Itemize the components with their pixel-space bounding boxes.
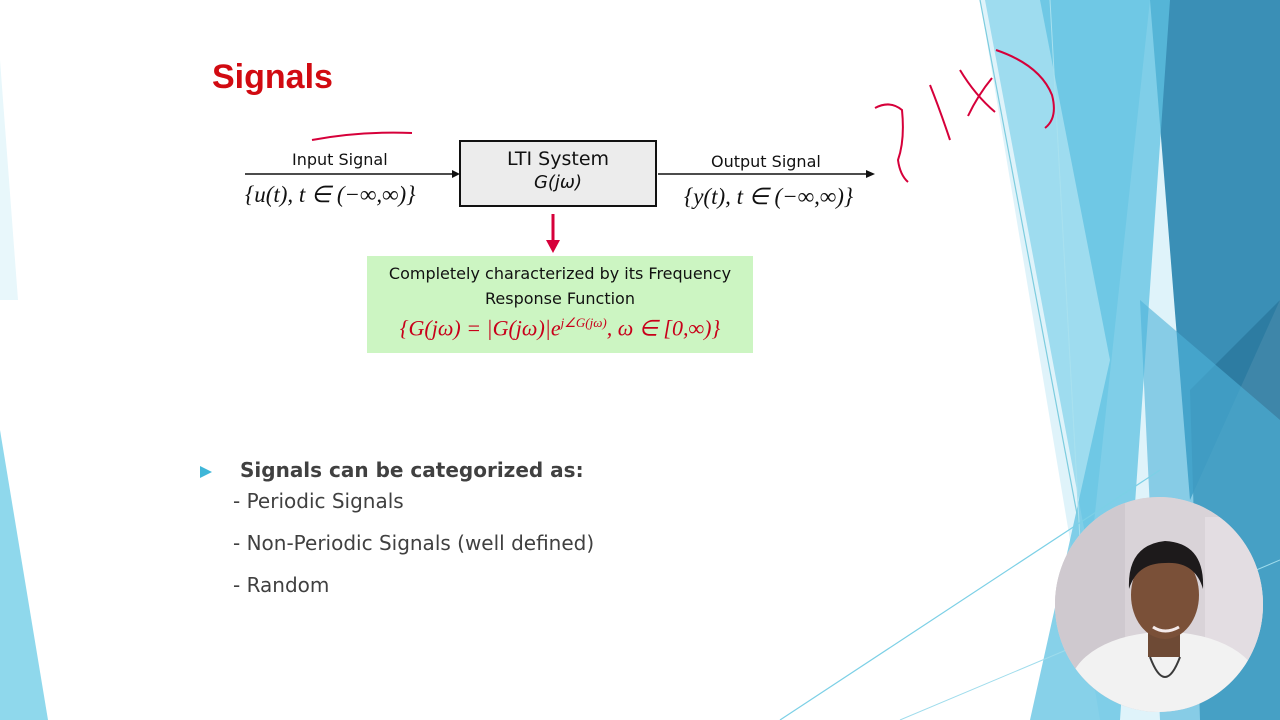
handwritten-close-paren	[995, 49, 1055, 129]
right-panel-blue	[1030, 0, 1170, 720]
output-arrowhead	[866, 170, 875, 178]
red-down-arrowhead	[546, 240, 560, 253]
bullet-heading: Signals can be categorized as:	[240, 458, 584, 482]
handwritten-underline	[311, 131, 413, 141]
left-sliver-shape	[0, 60, 18, 300]
slide-title: Signals	[212, 58, 333, 96]
triangle-right-icon	[200, 466, 212, 478]
list-item-periodic: - Periodic Signals	[233, 489, 404, 513]
handwritten-x	[959, 69, 996, 117]
handwritten-paren	[929, 84, 951, 141]
frf-formula: {G(jω) = |G(jω)|ej∠G(jω), ω ∈ [0,∞)}	[367, 315, 753, 341]
list-item-non-periodic: - Non-Periodic Signals (well defined)	[233, 531, 595, 555]
presenter-face	[1131, 551, 1199, 639]
characterization-line-2: Response Function	[485, 289, 635, 308]
thin-line-3	[779, 469, 1161, 720]
handwritten-y-stroke	[874, 103, 909, 183]
frf-formula-lhs: {G(jω) = |G(jω)|e	[399, 315, 561, 341]
output-signal-math: {y(t), t ∈ (−∞,∞)}	[684, 184, 854, 209]
lti-system-title: LTI System	[506, 148, 610, 170]
thin-line-1	[979, 0, 1081, 531]
list-item-random: - Random	[233, 573, 330, 597]
thin-line-2	[1049, 0, 1081, 541]
presenter-shirt	[1070, 632, 1260, 712]
frf-formula-exponent: j∠G(jω)	[560, 315, 607, 330]
presenter-hair	[1128, 541, 1204, 589]
lti-system-block: LTI System G(jω)	[459, 140, 657, 207]
frf-formula-rhs: , ω ∈ [0,∞)}	[606, 315, 721, 341]
input-signal-math: {u(t), t ∈ (−∞,∞)}	[245, 182, 416, 207]
left-corner-shape	[0, 430, 48, 720]
input-signal-label: Input Signal	[292, 150, 388, 169]
presenter-video	[1055, 497, 1263, 712]
output-signal-label: Output Signal	[711, 152, 821, 171]
frequency-response-box: Completely characterized by its Frequenc…	[367, 256, 753, 353]
lti-transfer-function: G(jω)	[533, 172, 583, 193]
characterization-line-1: Completely characterized by its Frequenc…	[388, 264, 732, 283]
input-arrowhead	[452, 170, 460, 178]
webcam-overlay	[1055, 497, 1263, 712]
